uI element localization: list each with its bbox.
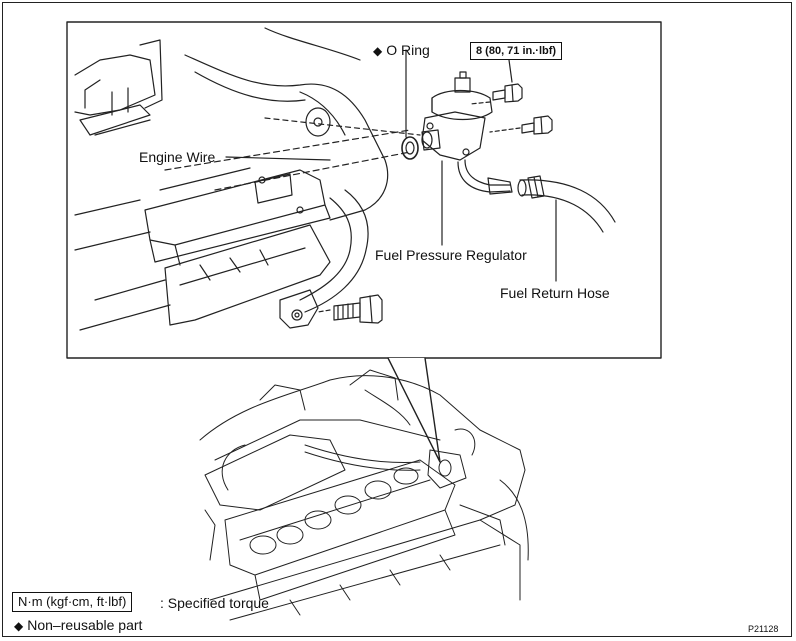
legend-nonreusable-row: ◆Non–reusable part	[14, 617, 142, 634]
legend-torque-units-box: N·m (kgf·cm, ft·lbf)	[12, 592, 133, 612]
engine-overview-illustration	[199, 369, 529, 621]
o-ring-label: ◆O Ring	[373, 42, 430, 59]
legend-torque-description: : Specified torque	[160, 595, 269, 611]
mounting-bolt-lower	[333, 294, 383, 324]
fuel-pressure-regulator-label: Fuel Pressure Regulator	[375, 247, 527, 263]
figure-id: P21128	[748, 624, 779, 634]
non-reusable-marker: ◆	[373, 44, 383, 58]
detail-inset-box	[66, 21, 662, 359]
fuel-return-hose-part	[517, 175, 616, 233]
detail-illustration	[74, 27, 616, 331]
torque-spec-box: 8 (80, 71 in.·lbf)	[470, 42, 563, 60]
engine-wire-label: Engine Wire	[139, 149, 216, 165]
engine-wire-leader	[225, 156, 331, 161]
o-ring-text: O Ring	[386, 42, 430, 58]
legend-nonreusable-description: Non–reusable part	[27, 617, 143, 633]
mounting-bolt-upper-1	[492, 83, 523, 103]
fuel-pressure-regulator-part	[421, 71, 513, 195]
fuel-return-hose-label: Fuel Return Hose	[500, 285, 610, 301]
mounting-bolt-upper-2	[521, 115, 553, 135]
inset-callout-pointer	[387, 357, 441, 463]
legend-nonreusable-marker: ◆	[14, 619, 24, 633]
o-ring-part	[401, 136, 419, 160]
torque-leader	[508, 59, 513, 83]
